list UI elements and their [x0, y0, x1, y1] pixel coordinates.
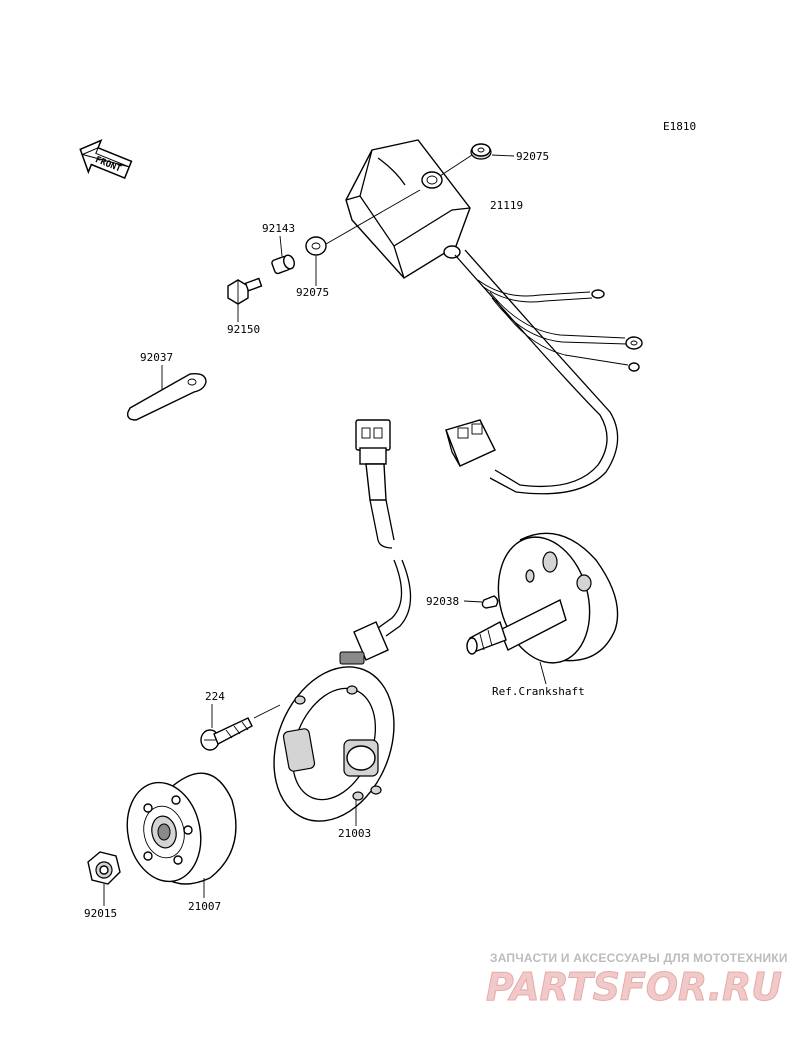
part-label-92015: 92015 — [84, 907, 117, 920]
part-label-21119: 21119 — [490, 199, 523, 212]
diagram-code: E1810 — [663, 120, 696, 133]
ref-crankshaft-label: Ref.Crankshaft — [492, 685, 585, 698]
part-label-92075-upper: 92075 — [516, 150, 549, 163]
cdi-unit-21119 — [345, 139, 643, 495]
part-label-92075-lower: 92075 — [296, 286, 329, 299]
part-label-21007: 21007 — [188, 900, 221, 913]
screw-224 — [200, 717, 253, 751]
grommet-92075-lower — [305, 236, 327, 256]
watermark-logo: PARTSFOR.RU — [486, 965, 782, 1009]
part-label-92143: 92143 — [262, 222, 295, 235]
front-arrow-icon: FRONT — [79, 139, 133, 179]
nut-92015 — [87, 851, 121, 885]
bolt-92150 — [227, 277, 263, 305]
band-92037 — [126, 372, 207, 421]
crankshaft-ref — [466, 532, 619, 664]
collar-92143 — [271, 254, 295, 275]
part-label-92150: 92150 — [227, 323, 260, 336]
part-label-21003: 21003 — [338, 827, 371, 840]
flywheel-21007 — [126, 772, 237, 885]
stator-wire-connector — [353, 419, 412, 661]
part-label-92037: 92037 — [140, 351, 173, 364]
grommet-92075-upper — [470, 143, 492, 160]
part-label-224: 224 — [205, 690, 225, 703]
key-92038 — [481, 595, 499, 609]
watermark-tagline: ЗАПЧАСТИ И АКСЕССУАРЫ ДЛЯ МОТОТЕХНИКИ — [490, 951, 788, 965]
part-label-92038: 92038 — [426, 595, 459, 608]
stator-21003 — [273, 651, 395, 822]
